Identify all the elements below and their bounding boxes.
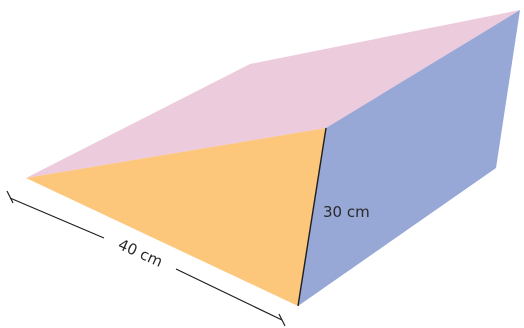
top-face [26, 10, 520, 178]
side-face [298, 10, 520, 306]
length-label: 40 cm [115, 235, 165, 270]
height-edge [297, 127, 327, 307]
height-label: 30 cm [323, 203, 370, 221]
length-dimension-line [6, 190, 286, 327]
front-face [26, 128, 326, 306]
